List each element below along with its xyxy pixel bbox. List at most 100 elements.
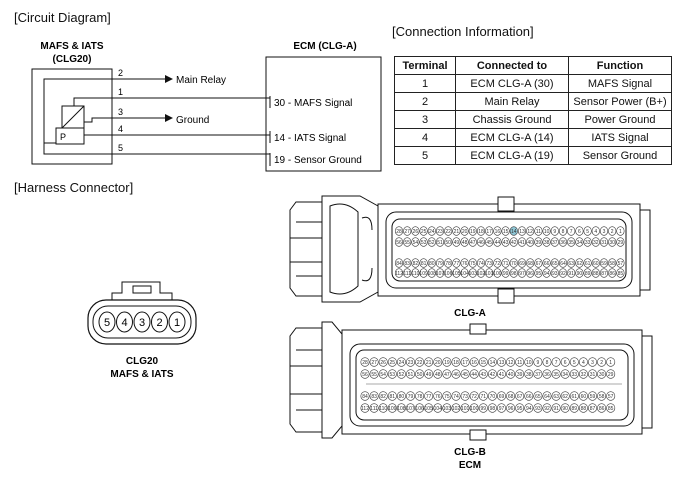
ecm-pin	[493, 268, 502, 278]
ecm-pin-number: 6	[578, 229, 581, 235]
ecm-pin	[583, 268, 592, 278]
ecm-pin	[591, 226, 600, 236]
ecm-pin	[427, 226, 436, 236]
ecm-pin	[606, 391, 616, 401]
ecm-pin	[497, 369, 506, 379]
ecm-pin	[575, 258, 584, 268]
ecm-pin-number: 108	[397, 406, 406, 412]
ecm-pin	[591, 268, 600, 278]
ecm-pin-number: 15	[503, 229, 509, 235]
ecm-pin	[578, 369, 588, 379]
ecm-pin	[485, 226, 494, 236]
header-connected-to: Connected to	[455, 56, 569, 75]
ecm-pin-number: 36	[544, 372, 550, 378]
clga-housing	[377, 203, 641, 297]
ecm-pin	[551, 369, 561, 379]
ecm-pin-number: 20	[462, 229, 468, 235]
ecm-pin-number: 68	[527, 261, 533, 267]
ecm-pin-number: 70	[490, 394, 496, 400]
ecm-pin-number: 108	[428, 271, 437, 277]
ecm-pin	[517, 268, 527, 278]
ecm-pin-number: 77	[426, 394, 432, 400]
ecm-pin	[597, 357, 607, 367]
ecm-pin	[451, 369, 461, 379]
sensor-pin-number: 5	[104, 317, 110, 329]
circuit-diagram-heading: [Circuit Diagram]	[14, 10, 111, 25]
ecm-pin-number: 69	[519, 261, 525, 267]
ecm-pin-number: 98	[490, 406, 496, 412]
table-row: 2 Main Relay Sensor Power (B+)	[394, 92, 672, 111]
ecm-pin-number: 46	[453, 372, 459, 378]
clgb-caption: CLG-B	[454, 447, 486, 458]
ecm-pin-number: 47	[470, 240, 476, 246]
ecm-pin	[469, 391, 479, 401]
ecm-pin	[460, 369, 470, 379]
ecm-pin-number: 112	[395, 271, 403, 277]
ecm-pin-number: 88	[581, 406, 587, 412]
ecm-pin-number: 105	[452, 271, 461, 277]
ecm-pin	[424, 403, 434, 413]
ecm-pin-number: 98	[511, 271, 517, 277]
ecm-pin	[526, 237, 535, 247]
ecm-pin-number: 74	[478, 261, 484, 267]
ecm-pin-number: 88	[593, 271, 599, 277]
ecm-pin	[606, 369, 616, 379]
ecm-pin-number: 28	[362, 360, 368, 366]
ecm-pin-number: 18	[478, 229, 484, 235]
ecm-pin-number: 27	[404, 229, 410, 235]
ecm-pin	[526, 258, 535, 268]
sensor-pin-number: 3	[139, 317, 145, 329]
table-cell: 5	[394, 146, 456, 165]
ecm-pin	[396, 403, 406, 413]
table-cell: 3	[394, 110, 456, 129]
ecm-pin	[550, 226, 559, 236]
wire-pin3-internal	[84, 117, 112, 123]
ecm-pin	[569, 403, 579, 413]
ecm-pin	[387, 391, 397, 401]
ecm-pin	[468, 268, 477, 278]
wire-pin5-internal	[43, 150, 112, 155]
ecm-pin-number: 109	[419, 271, 428, 277]
ecm-pin-number: 36	[560, 240, 566, 246]
sensor-pin	[98, 311, 116, 333]
ecm-pin-number: 11	[536, 229, 541, 235]
ecm-pin-number: 96	[508, 406, 514, 412]
ecm-pin-number: 49	[426, 372, 432, 378]
ecm-pin	[569, 369, 579, 379]
ecm-pin-number: 86	[599, 406, 605, 412]
ecm-pin-number: 71	[503, 261, 509, 267]
ecm-pin	[444, 237, 453, 247]
ecm-pin	[419, 268, 428, 278]
ecm-pin	[476, 258, 486, 268]
ecm-pin	[435, 268, 445, 278]
ecm-pin	[524, 369, 534, 379]
ecm-pin-number: 80	[399, 394, 405, 400]
ecm-pin-number: 91	[553, 406, 559, 412]
ecm-pin-number: 72	[495, 261, 501, 267]
ecm-pin-number: 39	[536, 240, 542, 246]
ecm-pin	[616, 258, 625, 268]
ecm-pin	[575, 237, 584, 247]
ecm-pin-number: 22	[445, 229, 451, 235]
ecm-pin	[616, 237, 625, 247]
ecm-pin	[560, 357, 570, 367]
ecm-pin-number: 65	[535, 394, 541, 400]
ecm-pin	[442, 369, 452, 379]
ecm-pin	[403, 258, 412, 268]
ecm-pin-number: 64	[544, 394, 550, 400]
table-header-row: Terminal Connected to Function	[394, 56, 672, 75]
ecm-pin	[493, 226, 502, 236]
ecm-pin	[533, 369, 543, 379]
ecm-pin	[542, 357, 552, 367]
ecm-pin	[517, 237, 527, 247]
header-terminal: Terminal	[394, 56, 456, 75]
ecm-pin	[485, 237, 494, 247]
ecm-pin	[406, 403, 415, 413]
ecm-pin	[369, 369, 379, 379]
ecm-pin	[403, 237, 412, 247]
ecm-pin-number: 81	[421, 261, 427, 267]
table-cell: ECM CLG-A (14)	[455, 128, 569, 147]
